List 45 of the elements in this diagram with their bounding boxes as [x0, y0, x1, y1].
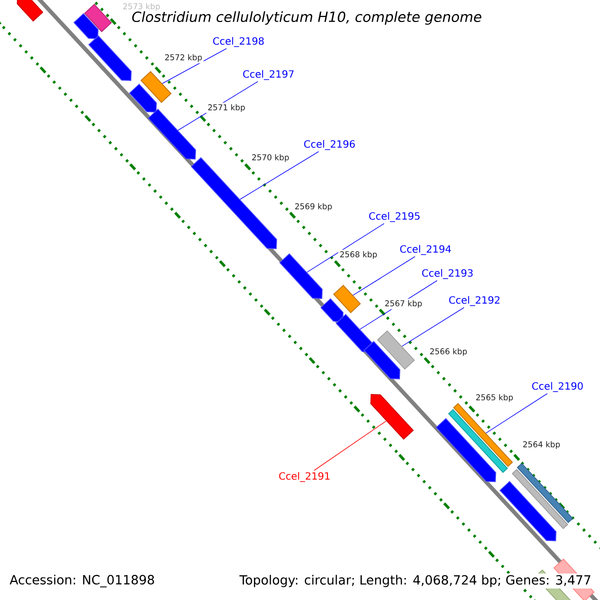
scale-label: 2570 kbp	[250, 152, 291, 164]
gene-feature	[370, 394, 414, 440]
scale-label: 2565 kbp	[474, 392, 515, 404]
gene-label: Ccel_2191	[279, 472, 330, 482]
gene-feature	[499, 480, 556, 542]
leader-line	[306, 223, 384, 273]
genome-summary-text: Topology: circular; Length: 4,068,724 bp; Genes: 3,477	[238, 574, 593, 588]
gene-label: Ccel_2194	[400, 245, 451, 255]
gene-block	[453, 403, 513, 467]
scale-label: 2569 kbp	[293, 202, 334, 212]
gene-feature	[148, 108, 196, 160]
scale-label: 2571 kbp	[206, 102, 247, 114]
leader-line	[486, 393, 548, 434]
scale-label: 2568 kbp	[338, 250, 379, 260]
gene-feature	[336, 314, 372, 352]
leader-line	[162, 48, 227, 84]
scale-label: 2566 kbp	[428, 346, 469, 358]
gene-feature	[436, 418, 496, 482]
gene-label: Ccel_2197	[243, 70, 294, 80]
gene-feature	[128, 84, 157, 113]
title: Clostridium cellulolyticum H10, complete genome	[132, 11, 482, 25]
gene-label: Ccel_2190	[532, 382, 583, 392]
leader-line	[402, 307, 464, 347]
gene-feature	[16, 0, 44, 22]
accession-text: Accession: NC_011898	[8, 573, 156, 589]
gene-feature	[73, 13, 98, 40]
gene-label: Ccel_2196	[304, 140, 355, 150]
leader-line	[240, 151, 320, 200]
gene-block	[84, 4, 112, 32]
gene-feature	[364, 340, 400, 380]
scale-label: 2572 kbp	[163, 52, 204, 64]
gene-block	[333, 284, 361, 314]
scale-label: 2564 kbp	[521, 440, 562, 450]
gene-label: Ccel_2192	[449, 296, 500, 306]
leader-line	[314, 420, 387, 471]
gene-label: Ccel_2198	[213, 37, 264, 47]
leader-line	[352, 256, 416, 296]
scale-label: 2573 kbp	[121, 2, 162, 12]
gene-block	[377, 330, 415, 370]
gene-feature	[279, 253, 323, 299]
gene-block	[448, 409, 508, 473]
scale-label: 2567 kbp	[383, 298, 424, 310]
gene-label: Ccel_2193	[422, 269, 473, 279]
gene-feature	[88, 35, 132, 81]
gene-label: Ccel_2195	[369, 212, 420, 222]
